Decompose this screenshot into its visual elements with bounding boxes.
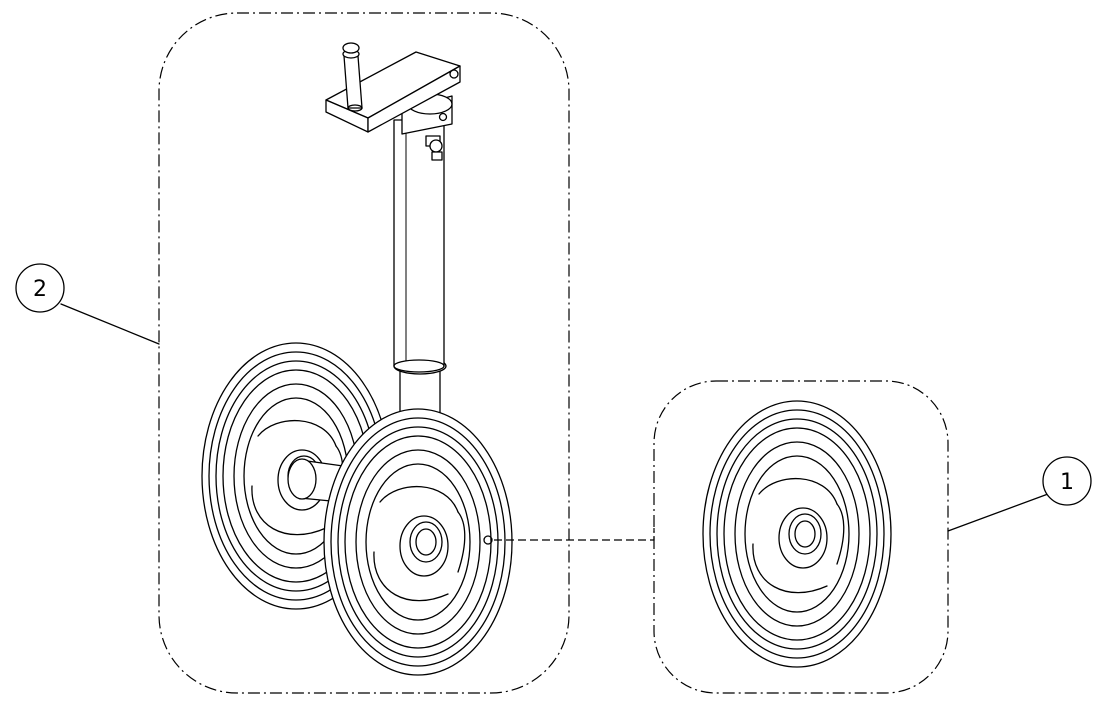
balloon-2: 2 [15, 263, 160, 345]
grease-fitting [425, 135, 443, 161]
spare-wheel-assembly [653, 380, 949, 694]
spare-wheel [702, 400, 892, 668]
connector-dashed-line [494, 528, 655, 541]
front-wheel [323, 408, 513, 676]
crank-handle [342, 42, 363, 112]
balloon-1: 1 [947, 456, 1092, 532]
balloon-1-label: 1 [1060, 470, 1074, 495]
wheel-axle-point [483, 535, 493, 545]
leader-line-1 [947, 493, 1049, 532]
jack-tube [393, 119, 445, 373]
jockey-wheel-assembly [158, 12, 570, 694]
balloon-1-circle [1042, 456, 1092, 506]
item-2-boundary [158, 12, 570, 694]
leader-line-2 [60, 303, 160, 345]
balloon-2-label: 2 [33, 277, 47, 302]
balloon-2-circle [15, 263, 65, 313]
